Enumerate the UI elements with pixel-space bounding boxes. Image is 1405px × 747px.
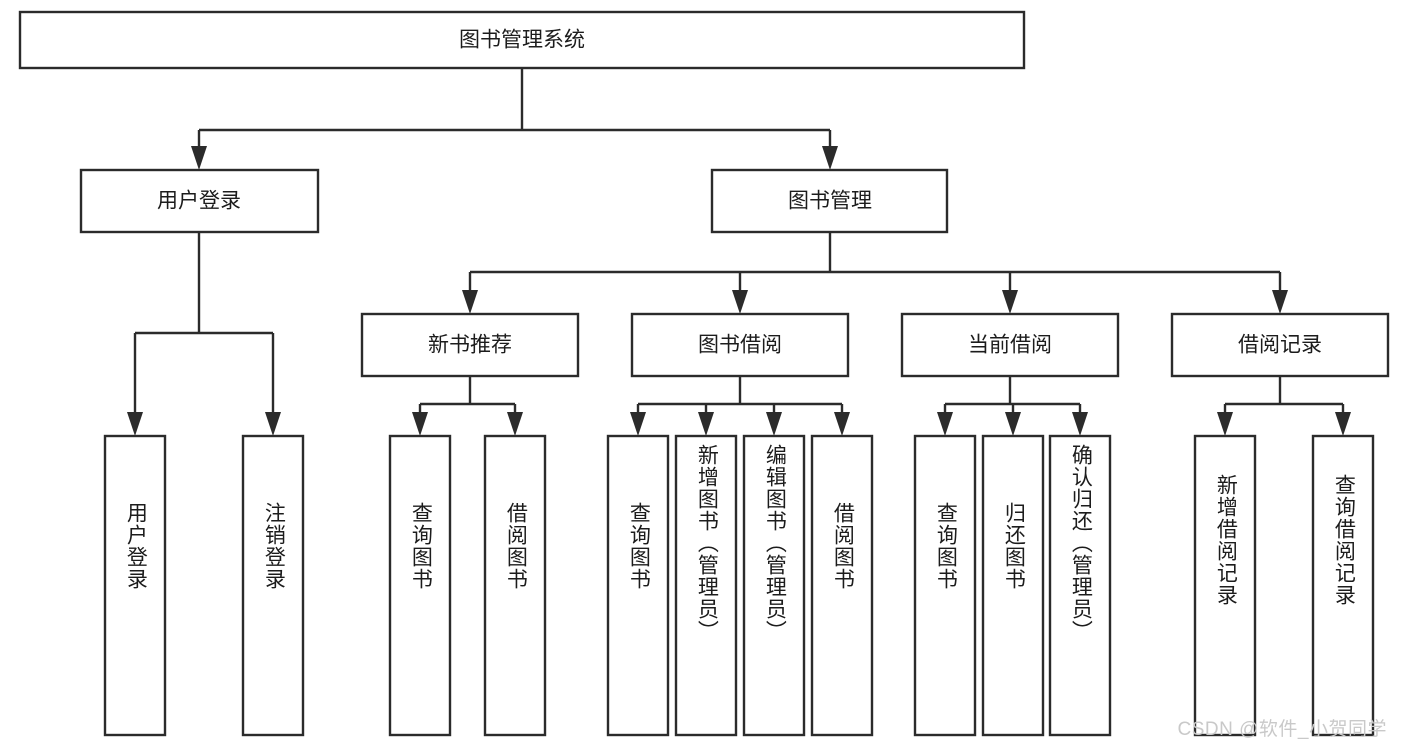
arrow-head-icon <box>265 412 281 436</box>
node-book-borrow[interactable]: 图书借阅 <box>630 312 850 378</box>
node-book-management-label: 图书管理 <box>788 190 872 213</box>
leaf-box-borrow-book-1[interactable] <box>483 434 547 737</box>
arrow-head-icon <box>937 412 953 436</box>
arrow-head-icon <box>834 412 850 436</box>
leaf-box-return-book[interactable] <box>981 434 1045 737</box>
node-new-book-recommend-label: 新书推荐 <box>428 334 512 357</box>
arrow-head-icon <box>1272 290 1288 314</box>
arrow-head-icon <box>630 412 646 436</box>
leaf-box-confirm-return-admin[interactable] <box>1048 434 1112 737</box>
node-user-login-label: 用户登录 <box>157 190 241 213</box>
node-new-book-recommend[interactable]: 新书推荐 <box>360 312 580 378</box>
leaf-box-user-login[interactable] <box>103 434 167 737</box>
node-current-borrow-label: 当前借阅 <box>968 334 1052 357</box>
arrow-head-icon <box>698 412 714 436</box>
leaf-box-add-book-admin[interactable] <box>674 434 738 737</box>
arrow-head-icon <box>1217 412 1233 436</box>
arrow-head-icon <box>1335 412 1351 436</box>
leaf-box-edit-book-admin[interactable] <box>742 434 806 737</box>
leaf-box-query-book-3[interactable] <box>913 434 977 737</box>
connector-root-to-level2 <box>191 68 838 170</box>
node-borrow-record-label: 借阅记录 <box>1238 334 1322 357</box>
connector-borrowrecord-to-leaves <box>1217 376 1351 436</box>
leaf-box-query-book-2[interactable] <box>606 434 670 737</box>
node-root-label: 图书管理系统 <box>459 29 585 52</box>
node-book-borrow-label: 图书借阅 <box>698 334 782 357</box>
leaf-box-add-borrow-record[interactable] <box>1193 434 1257 737</box>
node-current-borrow[interactable]: 当前借阅 <box>900 312 1120 378</box>
arrow-head-icon <box>1005 412 1021 436</box>
node-user-login[interactable]: 用户登录 <box>79 168 320 234</box>
node-borrow-record[interactable]: 借阅记录 <box>1170 312 1390 378</box>
arrow-head-icon <box>732 290 748 314</box>
node-root-book-management-system[interactable]: 图书管理系统 <box>18 10 1026 70</box>
connector-userlogin-to-leaves <box>127 232 281 436</box>
arrow-head-icon <box>127 412 143 436</box>
leaf-box-logout[interactable] <box>241 434 305 737</box>
connector-bookborrow-to-leaves <box>630 376 850 436</box>
node-book-management[interactable]: 图书管理 <box>710 168 949 234</box>
leaf-box-borrow-book-2[interactable] <box>810 434 874 737</box>
connector-bookmgmt-to-level3 <box>462 232 1288 314</box>
connector-currentborrow-to-leaves <box>937 376 1088 436</box>
connector-newbook-to-leaves <box>412 376 523 436</box>
leaf-box-query-borrow-record[interactable] <box>1311 434 1375 737</box>
arrow-head-icon <box>822 146 838 170</box>
leaf-box-query-book-1[interactable] <box>388 434 452 737</box>
arrow-head-icon <box>507 412 523 436</box>
arrow-head-icon <box>766 412 782 436</box>
arrow-head-icon <box>191 146 207 170</box>
arrow-head-icon <box>462 290 478 314</box>
arrow-head-icon <box>412 412 428 436</box>
arrow-head-icon <box>1072 412 1088 436</box>
arrow-head-icon <box>1002 290 1018 314</box>
